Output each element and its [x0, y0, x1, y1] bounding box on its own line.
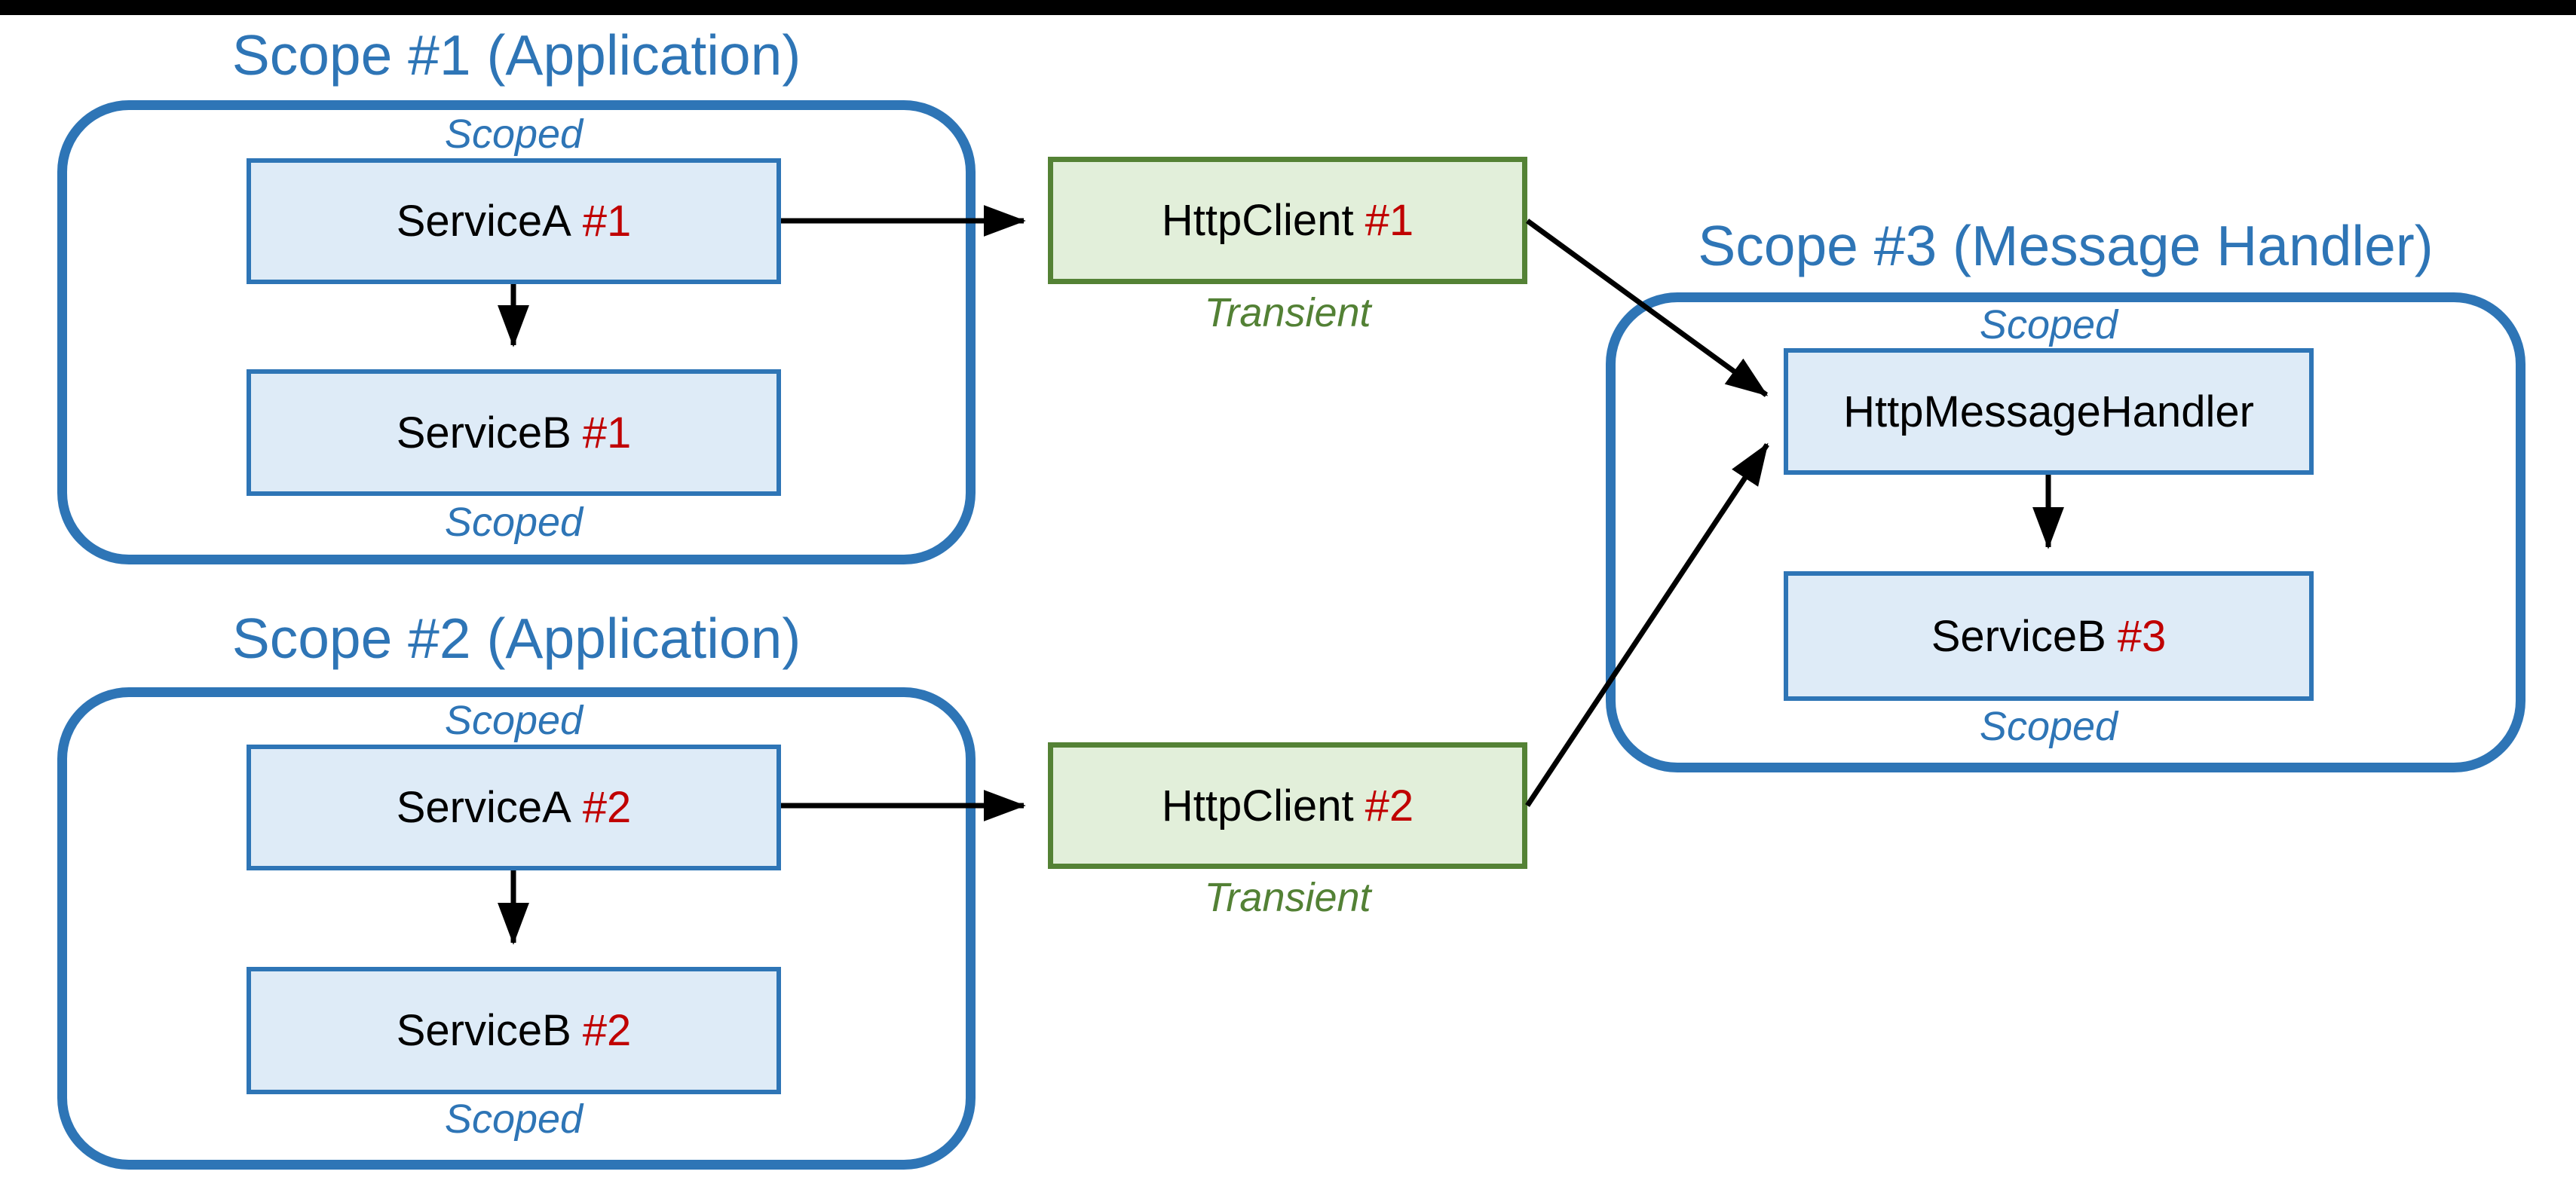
scope2-title: Scope #2 (Application)	[231, 607, 801, 670]
scope1-serviceb-instance: #1	[582, 408, 632, 457]
scope1-scoped-bottom-label: Scoped	[444, 500, 584, 545]
top-letterbox-bar	[0, 0, 2576, 15]
scope3-httpmessagehandler-box: HttpMessageHandler	[1784, 348, 2314, 475]
scope3-scoped-bottom-label: Scoped	[1979, 704, 2118, 749]
httpclient2-label: HttpClient	[1161, 781, 1354, 830]
scope3-serviceb-box: ServiceB #3	[1784, 571, 2314, 701]
scope2-servicea-label: ServiceA	[396, 783, 571, 832]
scope2-servicea-instance: #2	[582, 783, 632, 832]
scope2-serviceb-box: ServiceB #2	[247, 967, 781, 1094]
scope2-serviceb-label: ServiceB	[396, 1006, 571, 1055]
scope1-scoped-top-label: Scoped	[444, 112, 584, 157]
httpclient2-transient-label: Transient	[1204, 875, 1371, 920]
scope2-scoped-top-label: Scoped	[444, 698, 584, 743]
scope3-title: Scope #3 (Message Handler)	[1698, 214, 2434, 277]
scope3-httpmessagehandler-label: HttpMessageHandler	[1843, 387, 2254, 436]
scope2-serviceb-instance: #2	[582, 1006, 632, 1055]
httpclient1-instance: #1	[1365, 196, 1414, 245]
scope2-scoped-bottom-label: Scoped	[444, 1096, 584, 1142]
scope3-serviceb-instance: #3	[2117, 611, 2167, 661]
scope1-title: Scope #1 (Application)	[231, 23, 801, 87]
scope1-container	[57, 100, 976, 564]
scope3-scoped-top-label: Scoped	[1979, 302, 2118, 347]
httpclient1-transient-label: Transient	[1204, 290, 1371, 335]
httpclient1-label: HttpClient	[1161, 196, 1354, 245]
scope1-servicea-label: ServiceA	[396, 197, 571, 246]
scope3-container	[1606, 292, 2525, 772]
httpclient2-instance: #2	[1365, 781, 1414, 830]
scope2-servicea-box: ServiceA #2	[247, 745, 781, 870]
scope1-serviceb-label: ServiceB	[396, 408, 571, 457]
scope1-servicea-box: ServiceA #1	[247, 158, 781, 284]
httpclient2-box: HttpClient #2	[1048, 742, 1527, 869]
scope1-serviceb-box: ServiceB #1	[247, 369, 781, 496]
httpclient1-box: HttpClient #1	[1048, 157, 1527, 284]
scope1-servicea-instance: #1	[582, 197, 632, 246]
scope3-serviceb-label: ServiceB	[1931, 611, 2106, 661]
